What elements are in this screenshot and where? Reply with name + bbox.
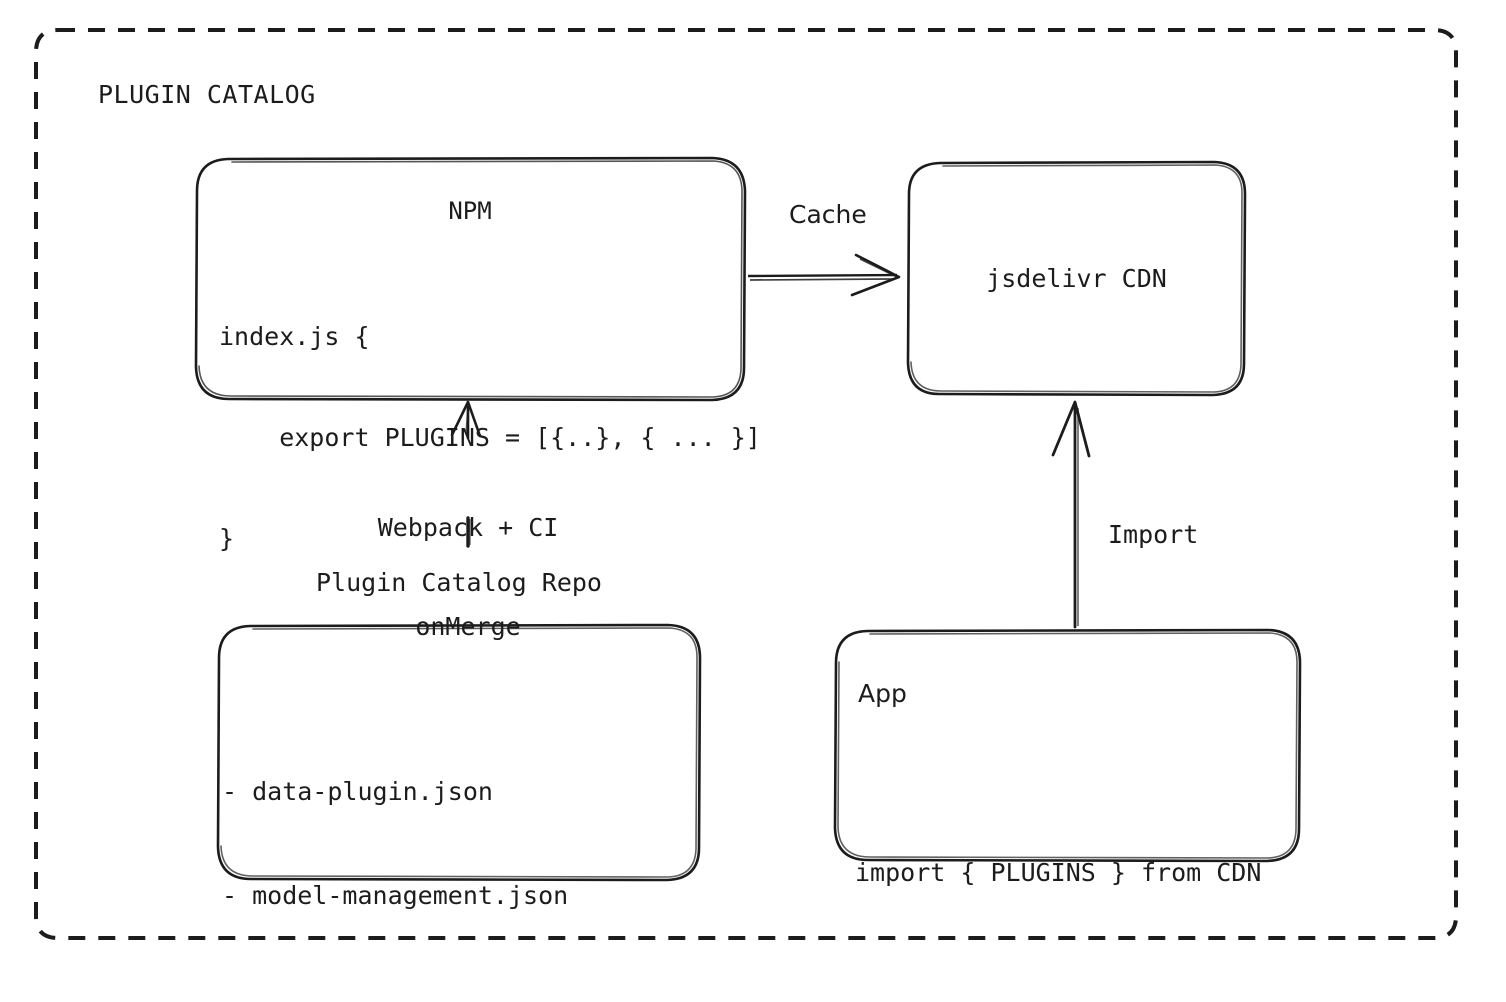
npm-node-code: index.js { export PLUGINS = [{..}, { ...… [219, 252, 761, 623]
edge-label-cache: Cache [789, 200, 867, 229]
edge-label-line: Webpack + CI [377, 513, 559, 542]
group-title: PLUGIN CATALOG [98, 80, 316, 109]
npm-node-title: NPM [448, 197, 492, 225]
npm-code-line: index.js { [219, 321, 370, 351]
repo-file-line: - data-plugin.json [222, 777, 493, 806]
edge-label-webpack-onmerge: Webpack + CI onMerge [378, 445, 559, 709]
app-node-title: App [858, 679, 907, 708]
app-node-code: import { PLUGINS } from CDN PLUGINS.forE… [855, 734, 1261, 1002]
edge-label-import: Import [1108, 520, 1199, 549]
edge-label-line: onMerge [415, 612, 521, 641]
repo-file-line: - model-management.json [222, 880, 569, 910]
cdn-node-title: jsdelivr CDN [986, 264, 1167, 293]
app-code-line: import { PLUGINS } from CDN [855, 858, 1262, 887]
edge-app-to-cdn [1051, 400, 1091, 629]
repo-file-line: ... [222, 984, 268, 1002]
npm-code-line: } [219, 524, 235, 553]
edge-npm-to-cdn [747, 253, 901, 297]
repo-node-caption: Plugin Catalog Repo [316, 568, 602, 597]
repo-node-file-list: - data-plugin.json - model-management.js… [222, 706, 568, 1002]
npm-code-line: export PLUGINS = [{..}, { ... }] [219, 422, 761, 452]
